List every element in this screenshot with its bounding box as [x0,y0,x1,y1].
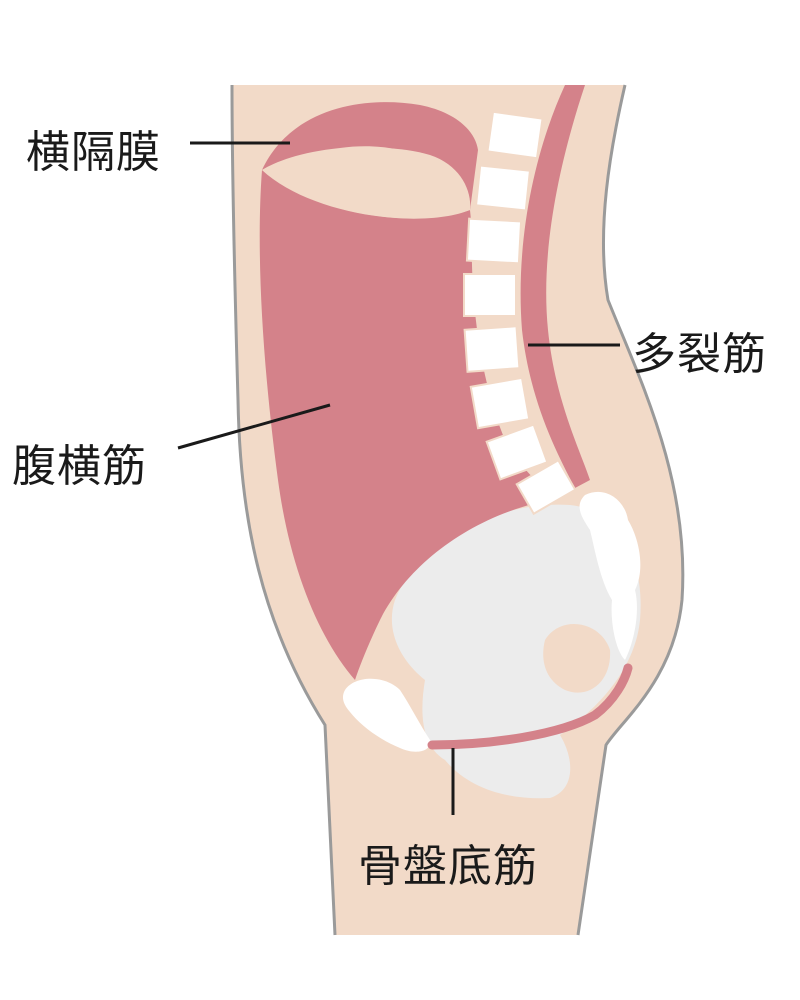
leader-transverse-abdominis [177,403,331,450]
pelvis-inner [543,623,611,693]
label-multifidus: 多裂筋 [632,329,767,380]
pubic-bone [342,678,431,752]
pelvis-bone [391,504,641,799]
diaphragm-dome [262,147,471,219]
transverse-abdominis-muscle [259,170,562,680]
label-transverse-abdominis: 腹横筋 [12,441,147,492]
sacrum-bone [579,491,641,660]
label-pelvic-floor: 骨盤底筋 [358,841,538,892]
label-diaphragm: 横隔膜 [26,127,161,178]
body-outline-right [576,84,685,936]
pelvic-floor-muscle [427,663,633,750]
diaphragm-muscle [262,102,478,210]
multifidus-muscle [520,85,590,488]
lumbar-spine [463,110,577,516]
leader-lines [177,141,620,815]
body-outline-left [230,84,337,936]
